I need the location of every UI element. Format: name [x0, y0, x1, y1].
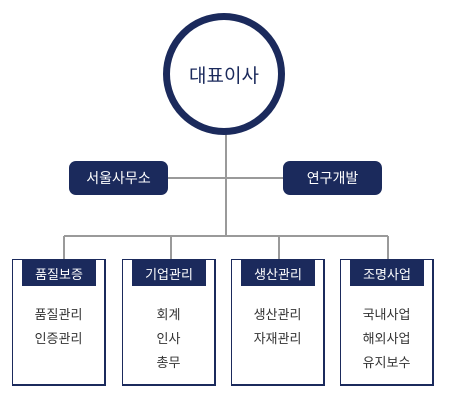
department-item: 인사 — [156, 332, 181, 347]
department-item: 해외사업 — [362, 332, 411, 347]
staff-label-left: 서울사무소 — [86, 171, 151, 187]
department-item: 품질관리 — [34, 308, 83, 323]
department-box-management: 기업관리 회계 인사 총무 — [122, 259, 216, 386]
department-item: 총무 — [156, 356, 181, 371]
department-box-quality: 품질보증 품질관리 인증관리 — [12, 259, 106, 386]
ceo-node: 대표이사 — [163, 13, 285, 135]
department-box-production: 생산관리 생산관리 자재관리 — [231, 259, 325, 386]
department-item: 생산관리 — [253, 308, 302, 323]
department-title: 품질보증 — [22, 260, 96, 286]
department-item: 자재관리 — [253, 332, 302, 347]
department-title: 기업관리 — [132, 260, 206, 286]
department-box-lighting: 조명사업 국내사업 해외사업 유지보수 — [340, 259, 434, 386]
department-item: 국내사업 — [362, 308, 411, 323]
department-title: 조명사업 — [350, 260, 424, 286]
staff-label-right: 연구개발 — [306, 171, 359, 187]
department-title: 생산관리 — [241, 260, 315, 286]
department-item: 유지보수 — [362, 356, 411, 371]
staff-node-seoul-office: 서울사무소 — [69, 161, 168, 195]
staff-node-rnd: 연구개발 — [283, 161, 382, 195]
department-item: 인증관리 — [34, 332, 83, 347]
ceo-label: 대표이사 — [189, 64, 259, 87]
department-item: 회계 — [156, 308, 181, 323]
